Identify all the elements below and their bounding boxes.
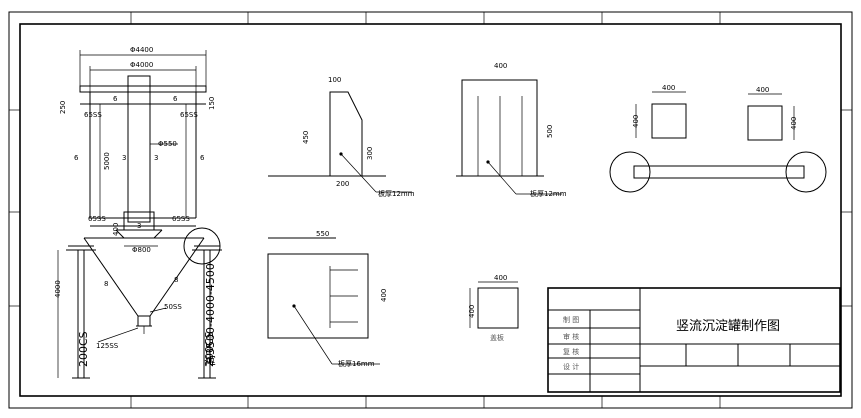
label-65ss-tl: 65SS (84, 111, 102, 119)
cone-8-left: 8 (104, 280, 108, 288)
leg-height: 4000 (54, 280, 62, 298)
total-height: 高3500-4000-4500 (203, 263, 217, 366)
dim-5000: 5000 (103, 152, 111, 170)
dim-400-small-side: 400 (468, 305, 476, 318)
bracket-right-side: 400 (790, 117, 798, 130)
label-125ss: 125SS (96, 342, 119, 350)
dim-400-small-top: 400 (494, 274, 507, 282)
label-65ss-bl: 65SS (88, 215, 106, 223)
wall-3-left: 3 (122, 154, 126, 162)
leg-right-label: 200CS (203, 331, 216, 367)
cover-note: 盖板 (490, 333, 504, 342)
dim-550: 550 (316, 230, 329, 238)
dim-450: 450 (302, 131, 310, 144)
title-block: 制 图 审 核 复 核 设 计 竖流沉淀罐制作图 (547, 287, 841, 393)
label-65ss-tr: 65SS (180, 111, 198, 119)
border-ticks (9, 12, 852, 408)
dim-400: 400 (112, 223, 120, 236)
top-6-left: 6 (113, 95, 118, 103)
brackets-view: 400 400 400 400 (609, 84, 827, 193)
cone-8-right: 8 (174, 276, 178, 284)
detail-circle (183, 227, 221, 265)
label-50ss: 50SS (164, 303, 182, 311)
wall-6-right: 6 (200, 154, 205, 162)
tank-elevation: Φ4400 Φ4000 250 150 6 6 65SS 65SS Φ550 3… (54, 46, 222, 379)
pipe-dia: Φ550 (158, 140, 177, 148)
inner-border (19, 23, 842, 397)
plate-square: 550 400 板厚16mm (267, 230, 388, 368)
label-65ss-br: 65SS (172, 215, 190, 223)
dim-500: 500 (546, 125, 554, 138)
thickness-12-a: 板厚12mm (378, 189, 415, 198)
wall-6-left: 6 (74, 154, 79, 162)
cone-dia: Φ800 (132, 246, 151, 254)
thickness-12-b: 板厚12mm (530, 189, 567, 198)
dim-250: 250 (59, 101, 67, 114)
bracket-left-top: 400 (662, 84, 675, 92)
dim-200: 200 (336, 180, 349, 188)
leg-left-label: 200CS (77, 331, 90, 367)
tb-row-3: 复 核 (563, 347, 579, 356)
dim-400-frame: 400 (494, 62, 507, 70)
bracket-right-top: 400 (756, 86, 769, 94)
dim-300: 300 (366, 147, 374, 160)
tb-row-2: 审 核 (563, 332, 579, 341)
plate-trapezoid: 100 450 300 200 板厚12mm (268, 76, 415, 198)
dim-100: 100 (328, 76, 341, 84)
cone-3: 3 (137, 222, 141, 230)
drawing-title: 竖流沉淀罐制作图 (676, 319, 780, 334)
tb-row-1: 制 图 (563, 315, 579, 324)
dim-outer-width: Φ4400 (130, 46, 153, 54)
dim-400-square: 400 (380, 289, 388, 302)
outer-border (8, 11, 853, 409)
thickness-16: 板厚16mm (338, 359, 375, 368)
wall-3-right: 3 (154, 154, 158, 162)
plate-frame: 400 500 板厚12mm (456, 62, 567, 198)
top-6-right: 6 (173, 95, 178, 103)
dim-150: 150 (208, 97, 216, 110)
tb-row-4: 设 计 (563, 362, 579, 371)
small-plate: 400 400 盖板 (468, 274, 519, 342)
bracket-left-side: 400 (632, 115, 640, 128)
dim-inner-width: Φ4000 (130, 61, 153, 69)
